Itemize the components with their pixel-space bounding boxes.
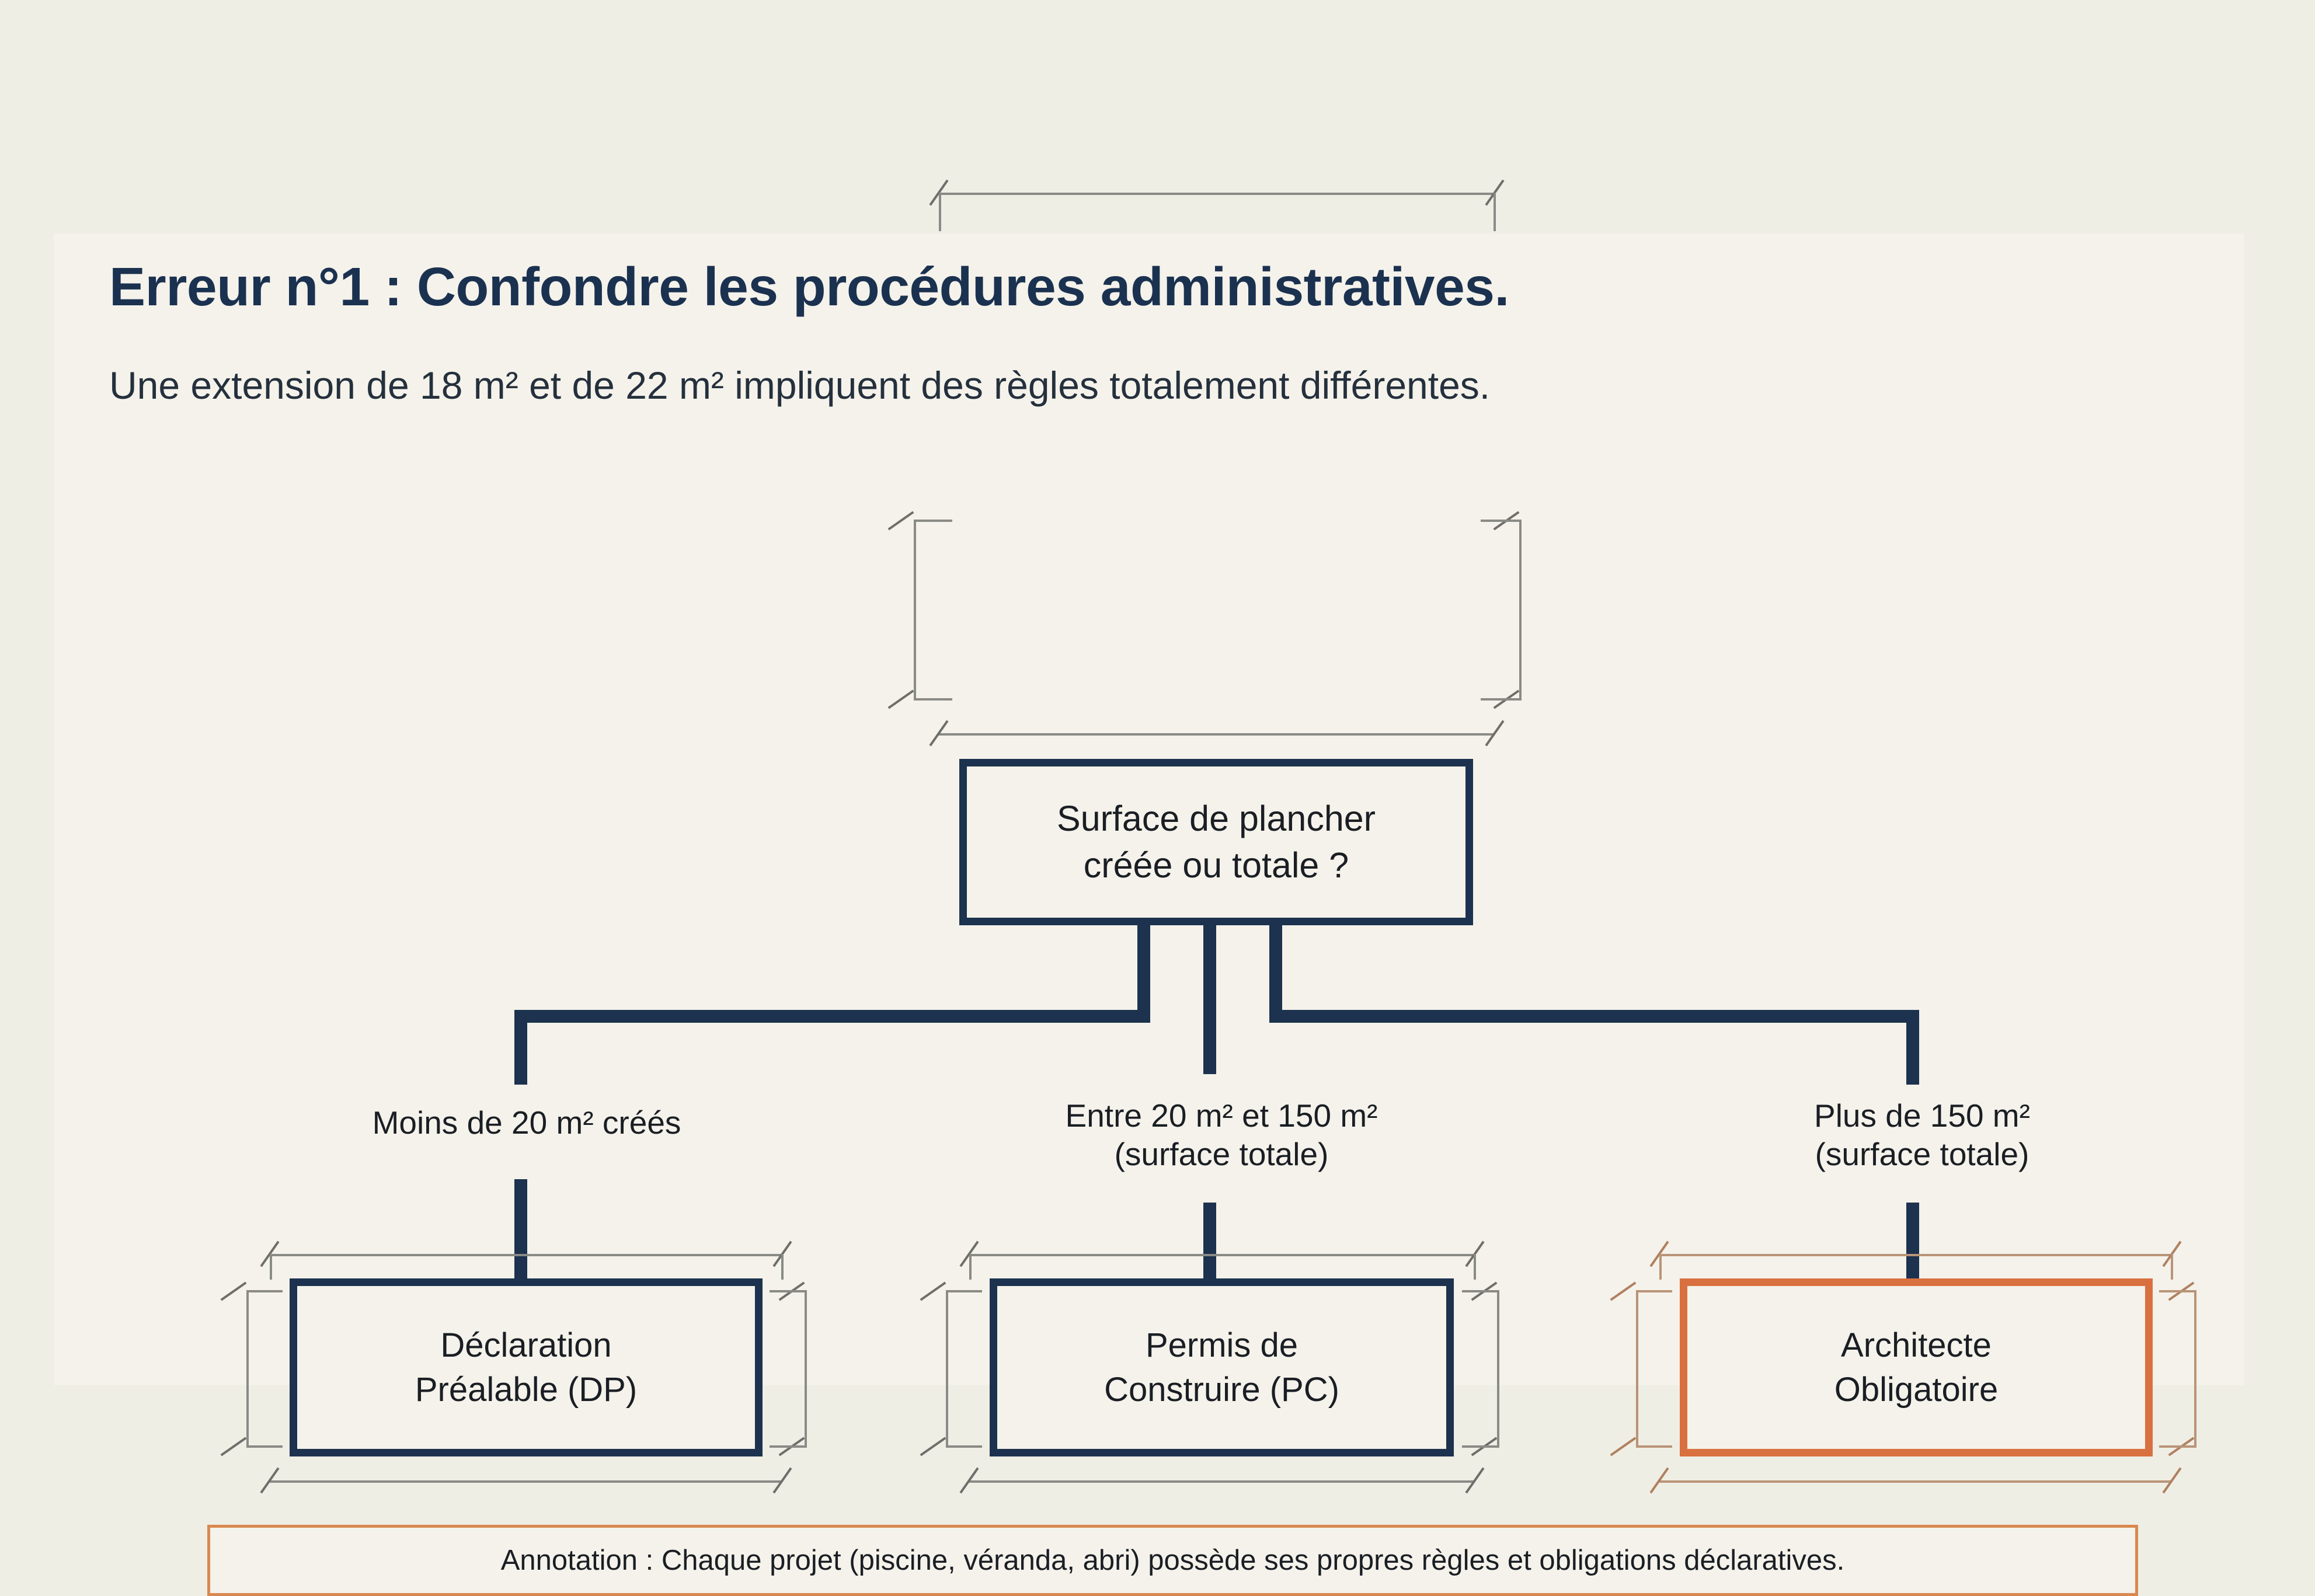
node-architecte-obligatoire-label: Architecte Obligatoire [1834,1326,1999,1409]
dimension-tick [887,689,914,709]
dimension-line-arch-right [2194,1290,2196,1448]
dimension-line-root-left [914,520,916,701]
dimension-extension-root-left-a [914,520,952,522]
dimension-tick [1610,1437,1637,1456]
dimension-line-arch-top [1659,1254,2172,1256]
dimension-tick [220,1437,247,1456]
dimension-tick [887,511,914,531]
connector-drop-left [514,1010,527,1085]
dimension-extension-dp-topright [781,1254,784,1280]
dimension-line-dp-left [246,1290,249,1448]
dimension-extension-pc-left-a [946,1290,982,1292]
dimension-extension-arch-topright [2171,1254,2173,1280]
dimension-extension-root-left-b [914,698,952,701]
dimension-extension-arch-left-b [1636,1445,1672,1448]
branch-label-between-20-150: Entre 20 m² et 150 m² (surface totale) [1065,1097,1378,1172]
dimension-extension-dp-left-a [246,1290,283,1292]
node-root-label: Surface de plancher créée ou totale ? [1057,799,1376,885]
dimension-line-dp-top [270,1254,782,1256]
dimension-extension-pc-topleft [969,1254,972,1280]
connector-root-stem-left [1137,925,1150,1019]
dimension-extension-dp-topleft [270,1254,272,1280]
dimension-extension-arch-right-b [2159,1445,2195,1448]
dimension-tick [1610,1281,1637,1301]
dimension-line-dp-right [805,1290,807,1448]
node-declaration-prealable[interactable]: Déclaration Préalable (DP) [290,1278,763,1456]
node-declaration-prealable-label: Déclaration Préalable (DP) [415,1326,638,1409]
connector-stem-leaf-arch [1906,1203,1919,1281]
dimension-extension-pc-right-b [1462,1445,1498,1448]
connector-stem-leaf-dp [514,1179,527,1281]
dimension-extension-arch-topleft [1659,1254,1662,1280]
dimension-tick [920,1281,946,1301]
annotation-bar: Annotation : Chaque projet (piscine, vér… [207,1525,2138,1596]
dimension-extension-pc-right-a [1462,1290,1498,1292]
dimension-line-pc-right [1497,1290,1499,1448]
branch-label-less-than-20: Moins de 20 m² créés [372,1104,681,1141]
dimension-tick [920,1437,946,1456]
connector-stem-leaf-pc [1203,1203,1216,1281]
node-architecte-obligatoire[interactable]: Architecte Obligatoire [1680,1278,2153,1456]
dimension-line-root-bottom [939,733,1495,736]
page-title: Erreur n°1 : Confondre les procédures ad… [109,256,1509,317]
dimension-extension-pc-left-b [946,1445,982,1448]
dimension-extension-dp-right-a [770,1290,806,1292]
dimension-extension-root-right-b [1481,698,1519,701]
dimension-tick [220,1281,247,1301]
node-root[interactable]: Surface de plancher créée ou totale ? [959,759,1473,925]
dimension-line-arch-left [1636,1290,1638,1448]
slide-card: Erreur n°1 : Confondre les procédures ad… [54,179,2244,1596]
node-permis-de-construire[interactable]: Permis de Construire (PC) [990,1278,1454,1456]
dimension-extension-dp-left-b [246,1445,283,1448]
dimension-extension-root-right-a [1481,520,1519,522]
dimension-extension-pc-topright [1474,1254,1476,1280]
node-permis-de-construire-label: Permis de Construire (PC) [1104,1326,1339,1409]
dimension-extension-arch-right-a [2159,1290,2195,1292]
connector-bus-right [1269,1010,1919,1023]
connector-root-stem-right [1269,925,1282,1019]
dimension-extension-dp-right-b [770,1445,806,1448]
dimension-line-root-right [1519,520,1522,701]
page-subtitle: Une extension de 18 m² et de 22 m² impli… [109,364,1491,407]
dimension-line-pc-bottom [969,1480,1475,1483]
dimension-extension-arch-left-a [1636,1290,1672,1292]
dimension-extension-root-topleft [939,193,941,231]
dimension-line-pc-left [946,1290,948,1448]
dimension-line-dp-bottom [270,1480,782,1483]
dimension-line-root-top [939,193,1495,195]
dimension-line-arch-bottom [1659,1480,2172,1483]
annotation-text: Annotation : Chaque projet (piscine, vér… [500,1545,1845,1576]
dimension-extension-root-topright [1494,193,1496,231]
connector-root-stem-center [1203,925,1216,1074]
connector-drop-right [1906,1010,1919,1085]
branch-label-more-than-150: Plus de 150 m² (surface totale) [1814,1097,2030,1172]
connector-bus-left [514,1010,1150,1023]
dimension-line-pc-top [969,1254,1475,1256]
